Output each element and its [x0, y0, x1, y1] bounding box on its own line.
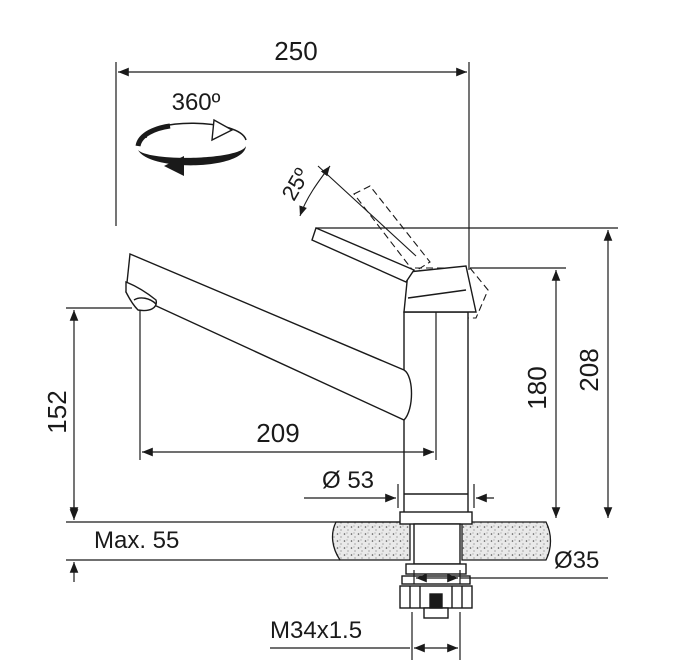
- hole-diameter-label: Ø35: [554, 547, 599, 574]
- dim-body-diameter: [304, 484, 494, 508]
- mounting-shank: [399, 511, 473, 619]
- dim-thread: [270, 612, 461, 660]
- faucet-lever: [311, 227, 416, 283]
- body-height-label: 180: [522, 366, 552, 409]
- spout-height-label: 152: [42, 390, 72, 433]
- body-diameter-label: Ø 53: [322, 467, 374, 494]
- faucet-head: [403, 265, 477, 313]
- faucet-spout: [125, 252, 413, 421]
- dim-hole-diameter: [413, 570, 608, 584]
- dim-width-250: [115, 62, 470, 270]
- countertop-section: [331, 521, 552, 561]
- dim-spout-reach: [139, 310, 437, 460]
- dim-total-height: [316, 227, 618, 518]
- total-height-label: 208: [574, 348, 604, 391]
- dim-body-height: [470, 267, 566, 518]
- thread-label: M34x1.5: [270, 617, 362, 644]
- dim-spout-height: [66, 307, 132, 518]
- dim-max-thickness: [66, 500, 400, 582]
- rotation-icon: [135, 118, 247, 176]
- faucet-body: [125, 227, 477, 519]
- dim-width-label: 250: [274, 36, 317, 66]
- rotation-label: 360º: [172, 89, 221, 116]
- lever-angle-label: 25º: [277, 164, 315, 205]
- spout-reach-label: 209: [256, 418, 299, 448]
- max-thickness-label: Max. 55: [94, 527, 179, 554]
